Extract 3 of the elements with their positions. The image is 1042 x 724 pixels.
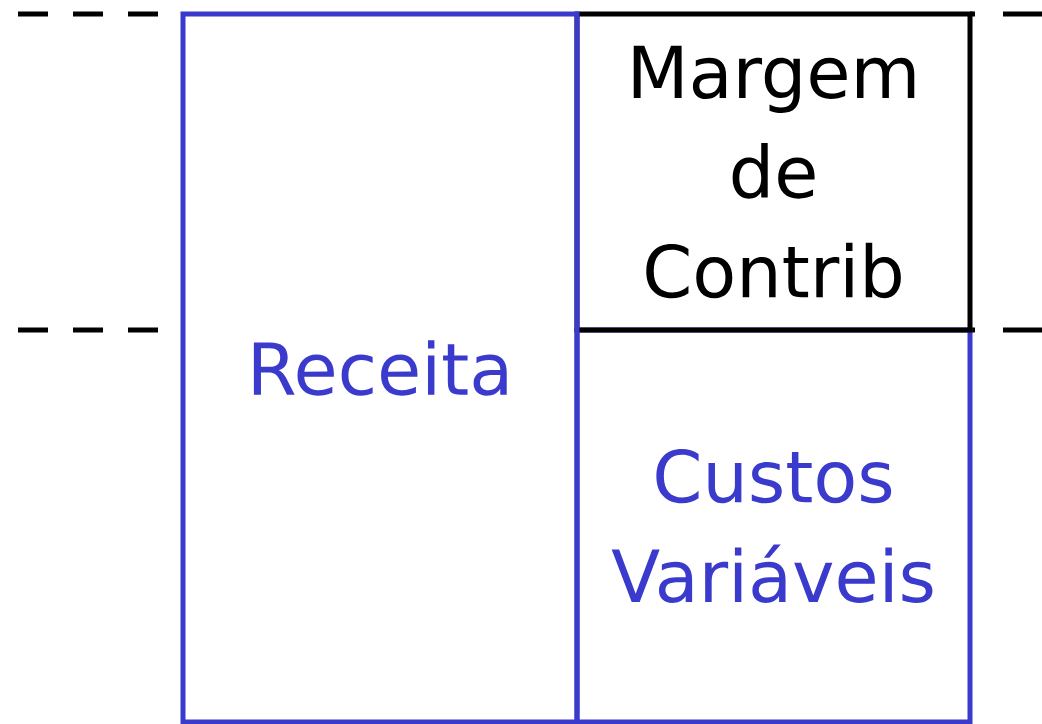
margin-box: Margem de Contrib: [574, 11, 973, 333]
cost-box: Custos Variáveis: [574, 327, 973, 724]
revenue-box: Receita: [180, 11, 580, 724]
